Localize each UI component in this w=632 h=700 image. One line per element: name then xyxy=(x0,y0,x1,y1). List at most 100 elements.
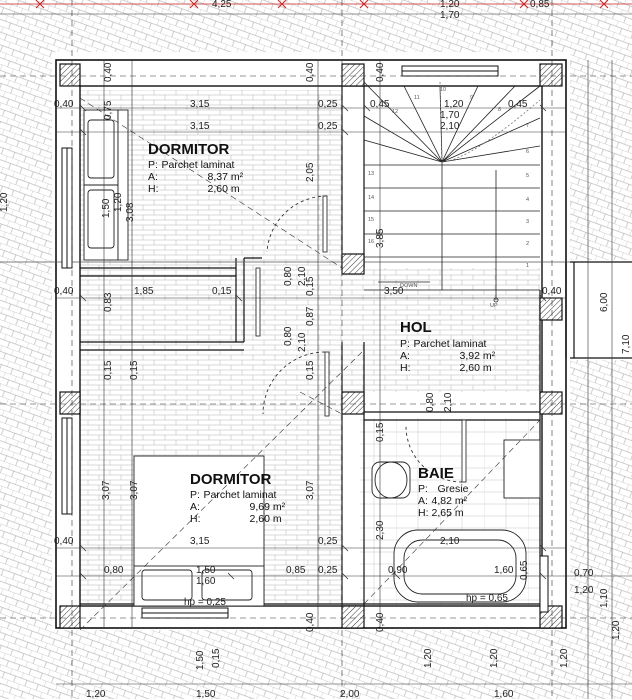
stair-up-label: UP xyxy=(490,303,498,309)
dim-v-0-80-a: 0,80 xyxy=(283,266,294,286)
room-label-hol: HOL P:Parchet laminat A:3,92 m² H:2,60 m xyxy=(400,320,498,374)
dim-h-1-85: 1,85 xyxy=(134,286,154,297)
dim-v-7-10: 7,10 xyxy=(621,334,632,354)
dim-h-0-25-a: 0,25 xyxy=(318,99,338,110)
dim-h-0-40-b: 0,40 xyxy=(54,286,74,297)
dim-h-1-60-a: 1,60 xyxy=(494,565,514,576)
floor-label: P: xyxy=(190,489,200,501)
top-markers xyxy=(35,0,609,9)
dim-v-6-00: 6,00 xyxy=(599,292,610,312)
columns xyxy=(59,63,563,629)
dim-v-1-20-b: 1,20 xyxy=(423,648,434,668)
roof-bottom xyxy=(52,630,570,699)
stair-number: 14 xyxy=(368,195,375,201)
dim-h-3-15-a: 3,15 xyxy=(190,99,210,110)
dim-h-1-60-b: 1,60 xyxy=(196,576,216,587)
floor-value: Parchet laminat xyxy=(161,159,235,171)
area-value: 9,69 m² xyxy=(249,501,286,513)
stair-number: 1 xyxy=(526,263,530,269)
dim-v-0-40-c: 0,40 xyxy=(375,62,386,82)
dim-v-3-07-b: 3,07 xyxy=(129,480,140,500)
dim-v-3-07-c: 3,07 xyxy=(305,480,316,500)
dim-h-1-70-b: 1,70 xyxy=(440,110,460,121)
area-label: A: xyxy=(418,495,428,507)
dim-h-1-20-top: 1,20 xyxy=(440,0,460,10)
roof-right xyxy=(570,0,632,260)
height-value: 2,60 m xyxy=(249,513,282,525)
dim-v-0-40-b: 0,40 xyxy=(305,62,316,82)
stair-number: 4 xyxy=(526,197,530,203)
roof-left xyxy=(0,0,52,699)
dim-v-0-15-b: 0,15 xyxy=(305,360,316,380)
dim-v-1-20-c: 1,20 xyxy=(489,648,500,668)
dim-h-1-50-a: 1,50 xyxy=(196,565,216,576)
dim-h-1-20-a: 1,20 xyxy=(444,99,464,110)
floor-label: P: xyxy=(400,338,410,350)
dim-v-3-85: 3,85 xyxy=(375,228,386,248)
dim-v-1-20-right: 1,20 xyxy=(611,620,622,640)
dim-h-3-50: 3,50 xyxy=(384,286,404,297)
dim-h-1-20-bottom: 1,20 xyxy=(86,689,106,700)
room-info-table: P:Gresie A:4,82 m² H:2,65 m xyxy=(418,483,471,519)
dim-v-2-05: 2,05 xyxy=(305,162,316,182)
area-value: 8,37 m² xyxy=(207,171,244,183)
dim-h-2-10-a: 2,10 xyxy=(440,121,460,132)
stair-down-label: DOWN xyxy=(400,283,418,289)
stair-number: 10 xyxy=(440,87,447,93)
floor-value: Gresie xyxy=(437,483,469,495)
area-label: A: xyxy=(190,501,200,513)
height-label: H: xyxy=(418,507,429,519)
dim-h-1-70-top: 1,70 xyxy=(440,10,460,21)
dim-h-0-90: 0,90 xyxy=(388,565,408,576)
dim-v-0-15-a: 0,15 xyxy=(305,276,316,296)
area-label: A: xyxy=(148,171,158,183)
dim-v-0-40-d: 0,40 xyxy=(305,612,316,632)
stair-number: 8 xyxy=(498,107,502,113)
windows xyxy=(61,65,549,619)
dim-hp-0-65: hp = 0,65 xyxy=(466,593,508,604)
dim-hp-0-25: hp = 0,25 xyxy=(184,597,226,608)
roof-right-lower xyxy=(570,360,632,699)
dim-v-1-20-d: 1,20 xyxy=(559,648,570,668)
dim-v-0-87: 0,87 xyxy=(305,306,316,326)
dim-h-0-40-d: 0,40 xyxy=(54,536,74,547)
floor-value: Parchet laminat xyxy=(413,338,487,350)
dim-v-0-15-c: 0,15 xyxy=(103,360,114,380)
dimension-lines xyxy=(0,3,632,699)
area-label: A: xyxy=(400,350,410,362)
dim-h-2-10-b: 2,10 xyxy=(440,536,460,547)
dim-v-0-80-c: 0,80 xyxy=(425,392,436,412)
dim-v-0-15-f: 0,15 xyxy=(211,648,222,668)
dim-h-0-45-b: 0,45 xyxy=(508,99,528,110)
dim-v-0-83: 0,83 xyxy=(103,292,114,312)
floor-value: Parchet laminat xyxy=(203,489,277,501)
room-info-table: P:Parchet laminat A:9,69 m² H:2,60 m xyxy=(190,489,288,525)
dim-h-0-45-a: 0,45 xyxy=(370,99,390,110)
hall-floor xyxy=(80,268,540,392)
stair-number: 3 xyxy=(526,219,530,225)
dim-h-1-60-bottom: 1,60 xyxy=(494,689,514,700)
dim-v-0-80-b: 0,80 xyxy=(283,326,294,346)
stair-number: 2 xyxy=(526,241,530,247)
balcony-strip xyxy=(570,262,632,358)
stair-number: 13 xyxy=(368,171,375,177)
roof-top xyxy=(52,0,570,52)
dim-h-0-40-a: 0,40 xyxy=(54,99,74,110)
dim-h-0-70: 0,70 xyxy=(574,568,594,579)
dim-h-0-85-top: 0,85 xyxy=(530,0,550,10)
dim-h-0-15-a: 0,15 xyxy=(212,286,232,297)
area-value: 3,92 m² xyxy=(459,350,496,362)
dim-h-0-85-a: 0,85 xyxy=(286,565,306,576)
room-name: DORMITOR xyxy=(190,471,272,488)
dim-v-1-50-b: 1,50 xyxy=(195,650,206,670)
room-label-dormitor-top: DORMITOR P:Parchet laminat A:8,37 m² H:2… xyxy=(148,142,246,195)
dim-v-0-65: 0,65 xyxy=(519,560,530,580)
dim-v-0-15-e: 0,15 xyxy=(375,422,386,442)
stair-number: 6 xyxy=(526,149,530,155)
room-label-baie: BAIE P:Gresie A:4,82 m² H:2,65 m xyxy=(418,466,471,519)
room-name: BAIE xyxy=(418,465,454,482)
dim-v-1-20-a: 1,20 xyxy=(113,192,124,212)
dimension-ticks xyxy=(79,104,547,580)
